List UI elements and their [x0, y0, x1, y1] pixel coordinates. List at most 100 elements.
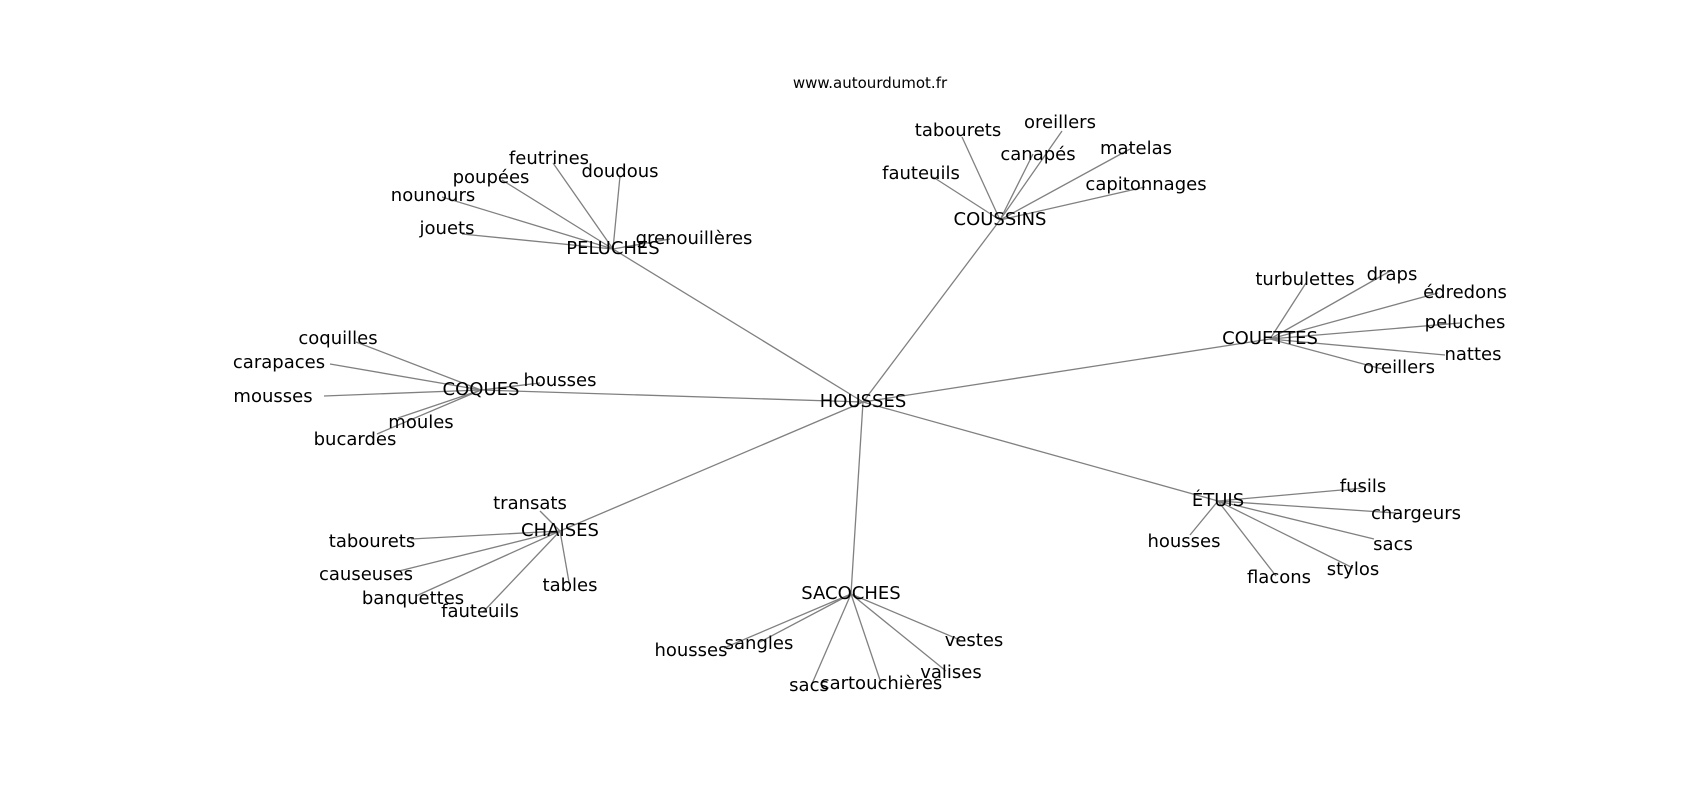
leaf-edge — [932, 176, 1001, 221]
leaf-edge — [410, 530, 561, 540]
hub-edge — [862, 338, 1271, 403]
leaf-node-label: transats — [493, 493, 567, 514]
leaf-edge — [376, 389, 482, 435]
hub-edge — [850, 401, 864, 595]
leaf-node-label: sacs — [789, 675, 829, 696]
leaf-node-label: valises — [920, 662, 982, 683]
leaf-node-label: vestes — [945, 630, 1004, 651]
leaf-node-label: bucardes — [314, 429, 397, 450]
leaf-edge — [1217, 500, 1397, 514]
leaf-node-label: feutrines — [509, 148, 589, 169]
source-label: www.autourdumot.fr — [793, 74, 948, 92]
leaf-edge — [999, 130, 1063, 221]
leaf-node-label: oreillers — [1024, 112, 1096, 133]
leaf-node-label: sacs — [1373, 534, 1413, 555]
hub-edge — [862, 401, 1219, 502]
leaf-node-label: doudous — [581, 161, 658, 182]
leaf-edge — [1269, 338, 1383, 370]
leaf-edge — [999, 153, 1034, 221]
leaf-edge — [323, 389, 482, 397]
leaf-edge — [1269, 338, 1446, 356]
leaf-node-label: matelas — [1100, 138, 1172, 159]
leaf-edge — [1217, 500, 1277, 577]
leaf-edge — [441, 196, 614, 250]
leaf-node-label: draps — [1367, 264, 1418, 285]
leaf-node-label: fauteuils — [882, 163, 960, 184]
hub-edge — [559, 401, 864, 532]
leaf-node-label: tabourets — [329, 531, 415, 552]
leaf-node-label: moules — [388, 412, 453, 433]
hub-node-label: CHAISES — [521, 520, 599, 541]
leaf-node-label: carapaces — [233, 352, 325, 373]
leaf-edge — [850, 593, 947, 672]
leaf-edge — [1217, 487, 1365, 502]
leaf-node-label: jouets — [419, 218, 475, 239]
leaf-edge — [1269, 282, 1307, 340]
hub-node-label: ÉTUIS — [1192, 489, 1244, 511]
leaf-edge — [552, 162, 614, 250]
leaf-edge — [501, 179, 614, 250]
leaf-node-label: nattes — [1444, 344, 1501, 365]
leaf-node-label: sangles — [725, 633, 794, 654]
leaf-edge — [612, 238, 671, 250]
leaf-node-label: housses — [1147, 531, 1220, 552]
leaf-edge — [1189, 500, 1219, 536]
graph-labels: www.autourdumot.fr HOUSSES PELUCHES feutri… — [233, 74, 1507, 696]
leaf-edge — [1269, 292, 1439, 340]
hub-node-label: COUSSINS — [954, 209, 1047, 230]
leaf-edge — [1217, 500, 1354, 569]
leaf-edge — [1269, 269, 1393, 340]
center-node-label: HOUSSES — [820, 391, 907, 412]
leaf-node-label: turbulettes — [1255, 269, 1354, 290]
hub-edge — [612, 248, 864, 403]
hub-node-label: COUETTES — [1222, 328, 1318, 349]
leaf-node-label: housses — [523, 370, 596, 391]
leaf-edge — [1217, 500, 1375, 540]
leaf-edge — [415, 530, 561, 597]
hub-edge — [862, 219, 1001, 403]
leaf-node-label: poupées — [453, 167, 530, 188]
leaf-node-label: housses — [654, 640, 727, 661]
leaf-node-label: coquilles — [298, 328, 377, 349]
leaf-edge — [539, 510, 561, 532]
leaf-node-label: fusils — [1340, 476, 1387, 497]
leaf-node-label: édredons — [1423, 282, 1507, 303]
leaf-node-label: tables — [543, 575, 598, 596]
leaf-node-label: flacons — [1247, 567, 1311, 588]
leaf-node-label: stylos — [1327, 559, 1379, 580]
leaf-edge — [999, 186, 1146, 221]
leaf-node-label: cartouchières — [820, 673, 943, 694]
leaf-node-label: capitonnages — [1085, 174, 1206, 195]
leaf-node-label: canapés — [1000, 144, 1075, 165]
leaf-edge — [612, 175, 621, 250]
leaf-edge — [394, 530, 561, 573]
leaf-edge — [355, 341, 482, 391]
leaf-node-label: mousses — [233, 386, 312, 407]
leaf-node-label: causeuses — [319, 564, 413, 585]
hub-node-label: COQUES — [443, 379, 520, 400]
hub-node-label: PELUCHES — [566, 238, 659, 259]
leaf-edge — [850, 593, 961, 641]
leaf-edge — [810, 593, 852, 687]
leaf-node-label: oreillers — [1363, 357, 1435, 378]
leaf-node-label: grenouillères — [636, 228, 753, 249]
leaf-edge — [961, 136, 1001, 221]
leaf-node-label: tabourets — [915, 120, 1001, 141]
leaf-edge — [461, 233, 614, 250]
leaf-edge — [759, 593, 852, 643]
leaf-node-label: fauteuils — [441, 601, 519, 622]
graph-edges — [323, 130, 1461, 687]
leaf-node-label: nounours — [391, 185, 475, 206]
leaf-edge — [397, 389, 482, 419]
leaf-edge — [723, 593, 852, 649]
leaf-edge — [482, 530, 561, 613]
leaf-edge — [850, 593, 882, 684]
leaf-node-label: peluches — [1425, 312, 1506, 333]
hub-node-label: SACOCHES — [801, 583, 900, 604]
leaf-edge — [1269, 322, 1461, 340]
leaf-node-label: chargeurs — [1371, 503, 1461, 524]
hub-edge — [480, 389, 864, 403]
leaf-edge — [480, 382, 541, 391]
leaf-node-label: banquettes — [362, 588, 464, 609]
